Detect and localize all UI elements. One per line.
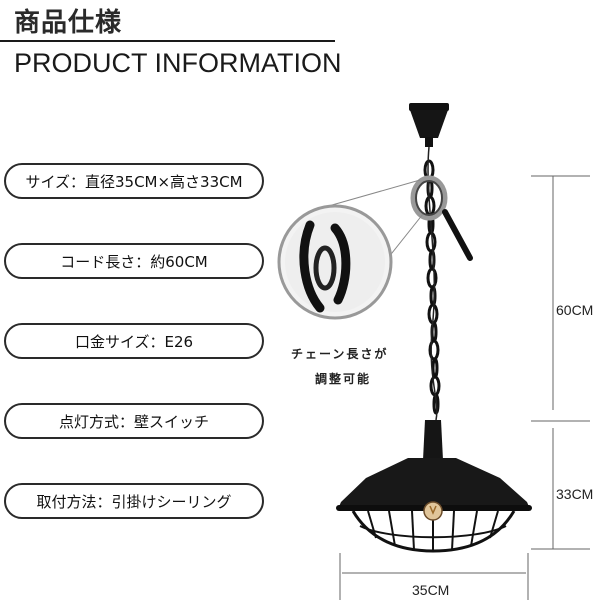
chain-adjustable-caption-2: 調整可能 bbox=[315, 372, 372, 386]
title-japanese: 商品仕様 bbox=[14, 8, 123, 38]
spec-cord-length: コード長さ：約60CM bbox=[4, 243, 264, 279]
light-bulb bbox=[423, 501, 443, 521]
spec-socket: 口金サイズ：E26 bbox=[4, 323, 264, 359]
spec-mounting: 取付方法：引掛けシーリング bbox=[4, 483, 264, 519]
chain-hook bbox=[410, 175, 473, 261]
dimension-diameter: 35CM bbox=[412, 582, 450, 598]
ceiling-canopy bbox=[409, 103, 449, 147]
title-english: PRODUCT INFORMATION bbox=[14, 48, 342, 78]
zoom-magnifier bbox=[277, 204, 393, 320]
dimension-shade-height: 33CM bbox=[556, 486, 594, 502]
spec-size: サイズ：直径35CM×高さ33CM bbox=[4, 163, 264, 199]
chain-adjustable-caption-1: チェーン長さが bbox=[291, 347, 389, 361]
power-cord bbox=[427, 146, 438, 421]
lamp-shade bbox=[336, 420, 532, 553]
spec-switch: 点灯方式：壁スイッチ bbox=[4, 403, 264, 439]
dimension-chain-length: 60CM bbox=[556, 302, 594, 318]
title-divider bbox=[0, 40, 335, 42]
dimension-guides bbox=[339, 175, 590, 600]
